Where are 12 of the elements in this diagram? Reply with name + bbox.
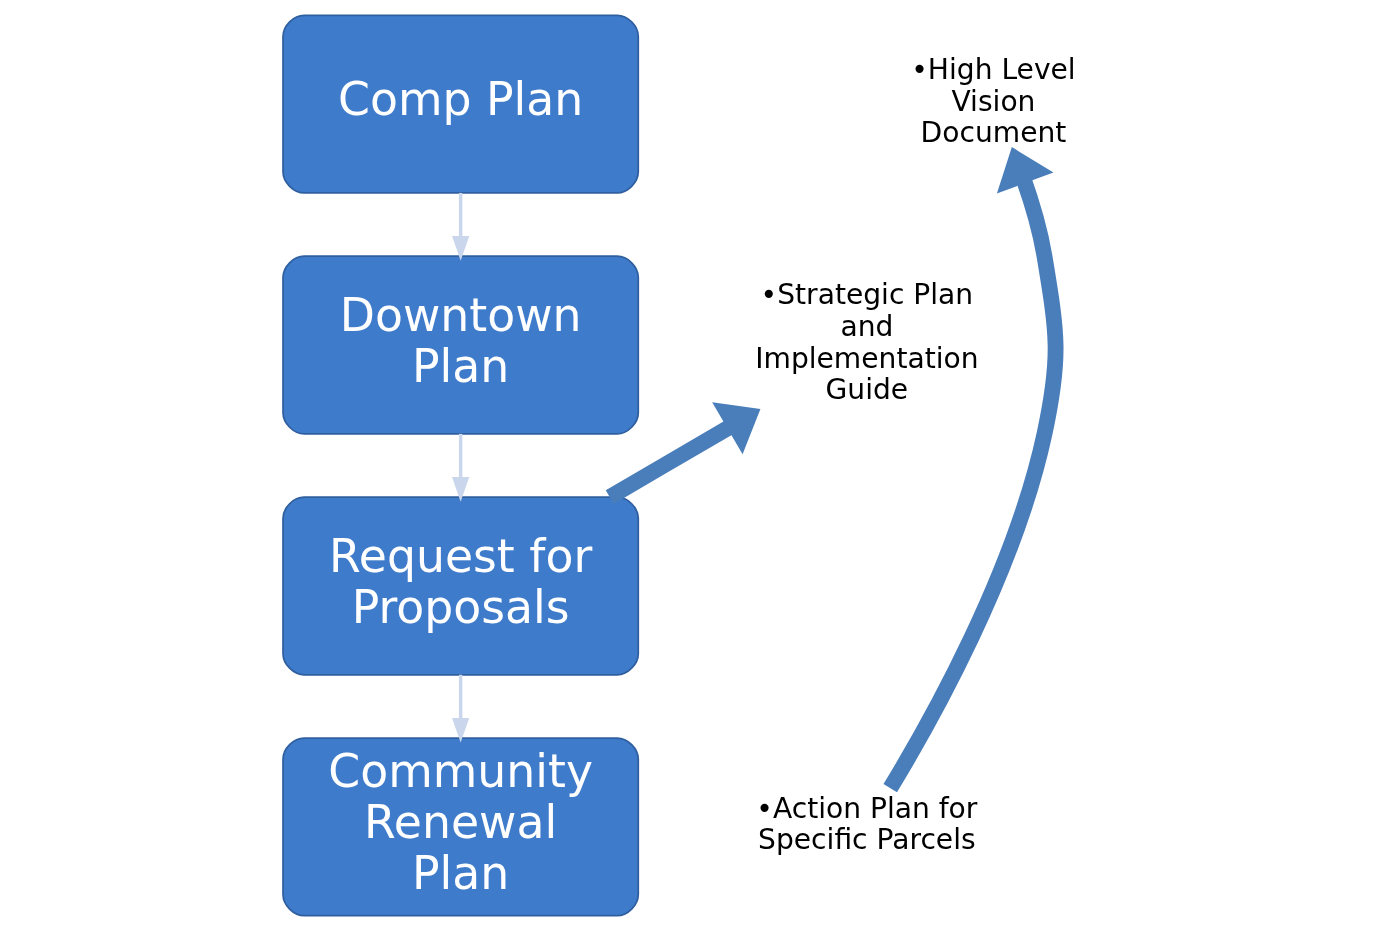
- arrow: [451, 433, 469, 502]
- node-box: Comp Plan: [281, 14, 639, 194]
- arrow: [605, 402, 760, 504]
- node-text: •Strategic Plan and Implementation Guide: [754, 278, 979, 407]
- node-text: •Action Plan for Specific Parcels: [755, 791, 977, 857]
- node-box: Community Renewal Plan: [281, 737, 639, 917]
- arrow: [451, 674, 469, 743]
- arrow: [451, 192, 469, 261]
- node-box: Request for Proposals: [281, 496, 639, 676]
- node-text: •High Level Vision Document: [910, 53, 1076, 150]
- arrow: [882, 147, 1063, 793]
- node-box: Downtown Plan: [281, 255, 639, 435]
